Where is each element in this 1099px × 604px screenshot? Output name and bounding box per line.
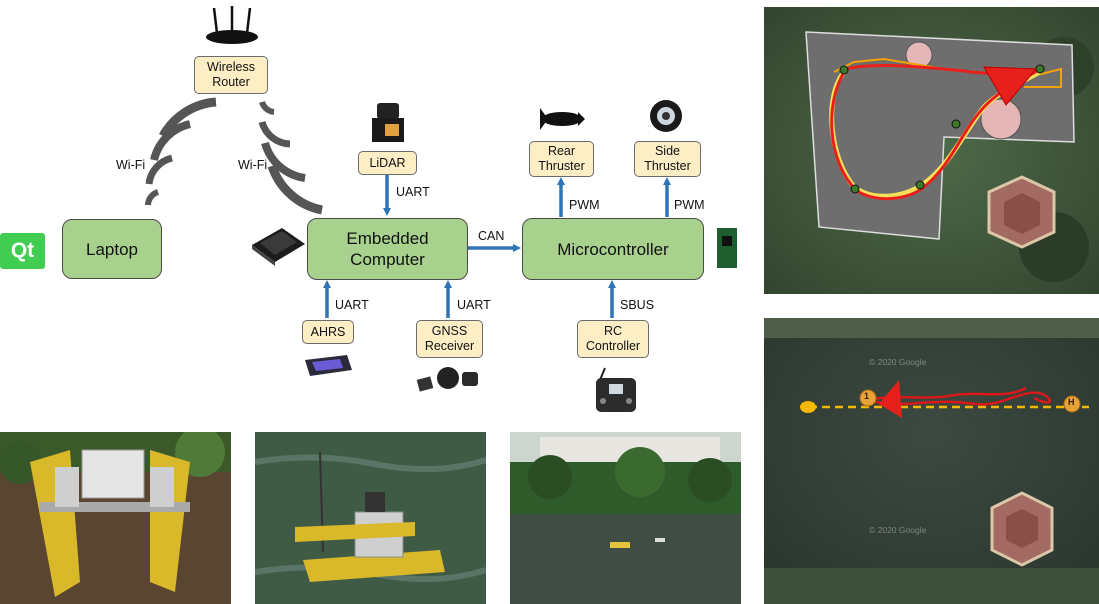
node-rc-controller: RC Controller [577,320,649,358]
node-wireless-router: Wireless Router [194,56,268,94]
edge-label-gnss-uart: UART [457,298,491,312]
node-laptop: Laptop [62,219,162,279]
node-laptop-label: Laptop [86,239,138,259]
mcu-board-icon [717,228,737,268]
node-ahrs: AHRS [302,320,354,344]
node-microcontroller-label: Microcontroller [557,239,669,259]
google-watermark-top: © 2020 Google [869,357,927,367]
ahrs-sensor-icon [305,355,352,376]
home-label: H [1068,397,1075,407]
node-embedded-computer: Embedded Computer [307,218,468,280]
node-microcontroller: Microcontroller [522,218,704,280]
node-rc-controller-label: RC Controller [585,324,641,353]
node-side-thruster: Side Thruster [634,141,701,177]
node-lidar-label: LiDAR [369,155,406,170]
lidar-icon [372,103,404,142]
router-icon [206,6,258,44]
photo-boat-on-lake [510,432,741,604]
photo-boat-in-water [255,432,486,604]
node-side-thruster-label: Side Thruster [644,144,691,173]
jetson-board-icon [252,228,305,266]
node-gnss-receiver: GNSS Receiver [416,320,483,358]
map-top-track [764,7,1099,294]
start-marker [800,401,816,413]
waypoint-1-marker [859,389,877,407]
edge-label-lidar-uart: UART [396,185,430,199]
wifi-right-icon [258,100,324,215]
edge-label-side-pwm: PWM [674,198,705,212]
wifi-left-icon [145,97,217,206]
edge-label-sbus: SBUS [620,298,655,312]
edge-label-wifi-right: Wi-Fi [238,158,268,172]
boat-heading-arrow [983,66,1038,106]
node-gnss-receiver-label: GNSS Receiver [424,324,475,353]
node-rear-thruster-label: Rear Thruster [538,144,585,173]
edge-label-can: CAN [478,229,505,243]
edge-label-rear-pwm: PWM [569,198,600,212]
google-watermark-bottom: © 2020 Google [869,525,927,535]
map-bottom-track: 1 H © 2020 Google © 2020 Google [764,318,1099,604]
waypoint-1-label: 1 [864,391,870,401]
diagram-arrows [145,6,737,412]
edge-label-wifi-left: Wi-Fi [116,158,146,172]
qt-logo: Qt [0,233,45,269]
node-lidar: LiDAR [358,151,417,175]
node-wireless-router-label: Wireless Router [207,60,255,89]
boat-heading-arrow-bottom [879,380,902,418]
home-marker [1063,395,1081,413]
side-thruster-icon [650,100,682,132]
gnss-antenna-icon [416,367,478,392]
node-rear-thruster: Rear Thruster [529,141,594,177]
rear-thruster-icon [540,108,585,130]
rc-controller-icon [596,367,636,412]
edge-label-ahrs-uart: UART [335,298,369,312]
photo-boat-on-ground [0,432,231,604]
node-embedded-computer-label: Embedded Computer [346,229,429,269]
node-ahrs-label: AHRS [310,324,346,339]
